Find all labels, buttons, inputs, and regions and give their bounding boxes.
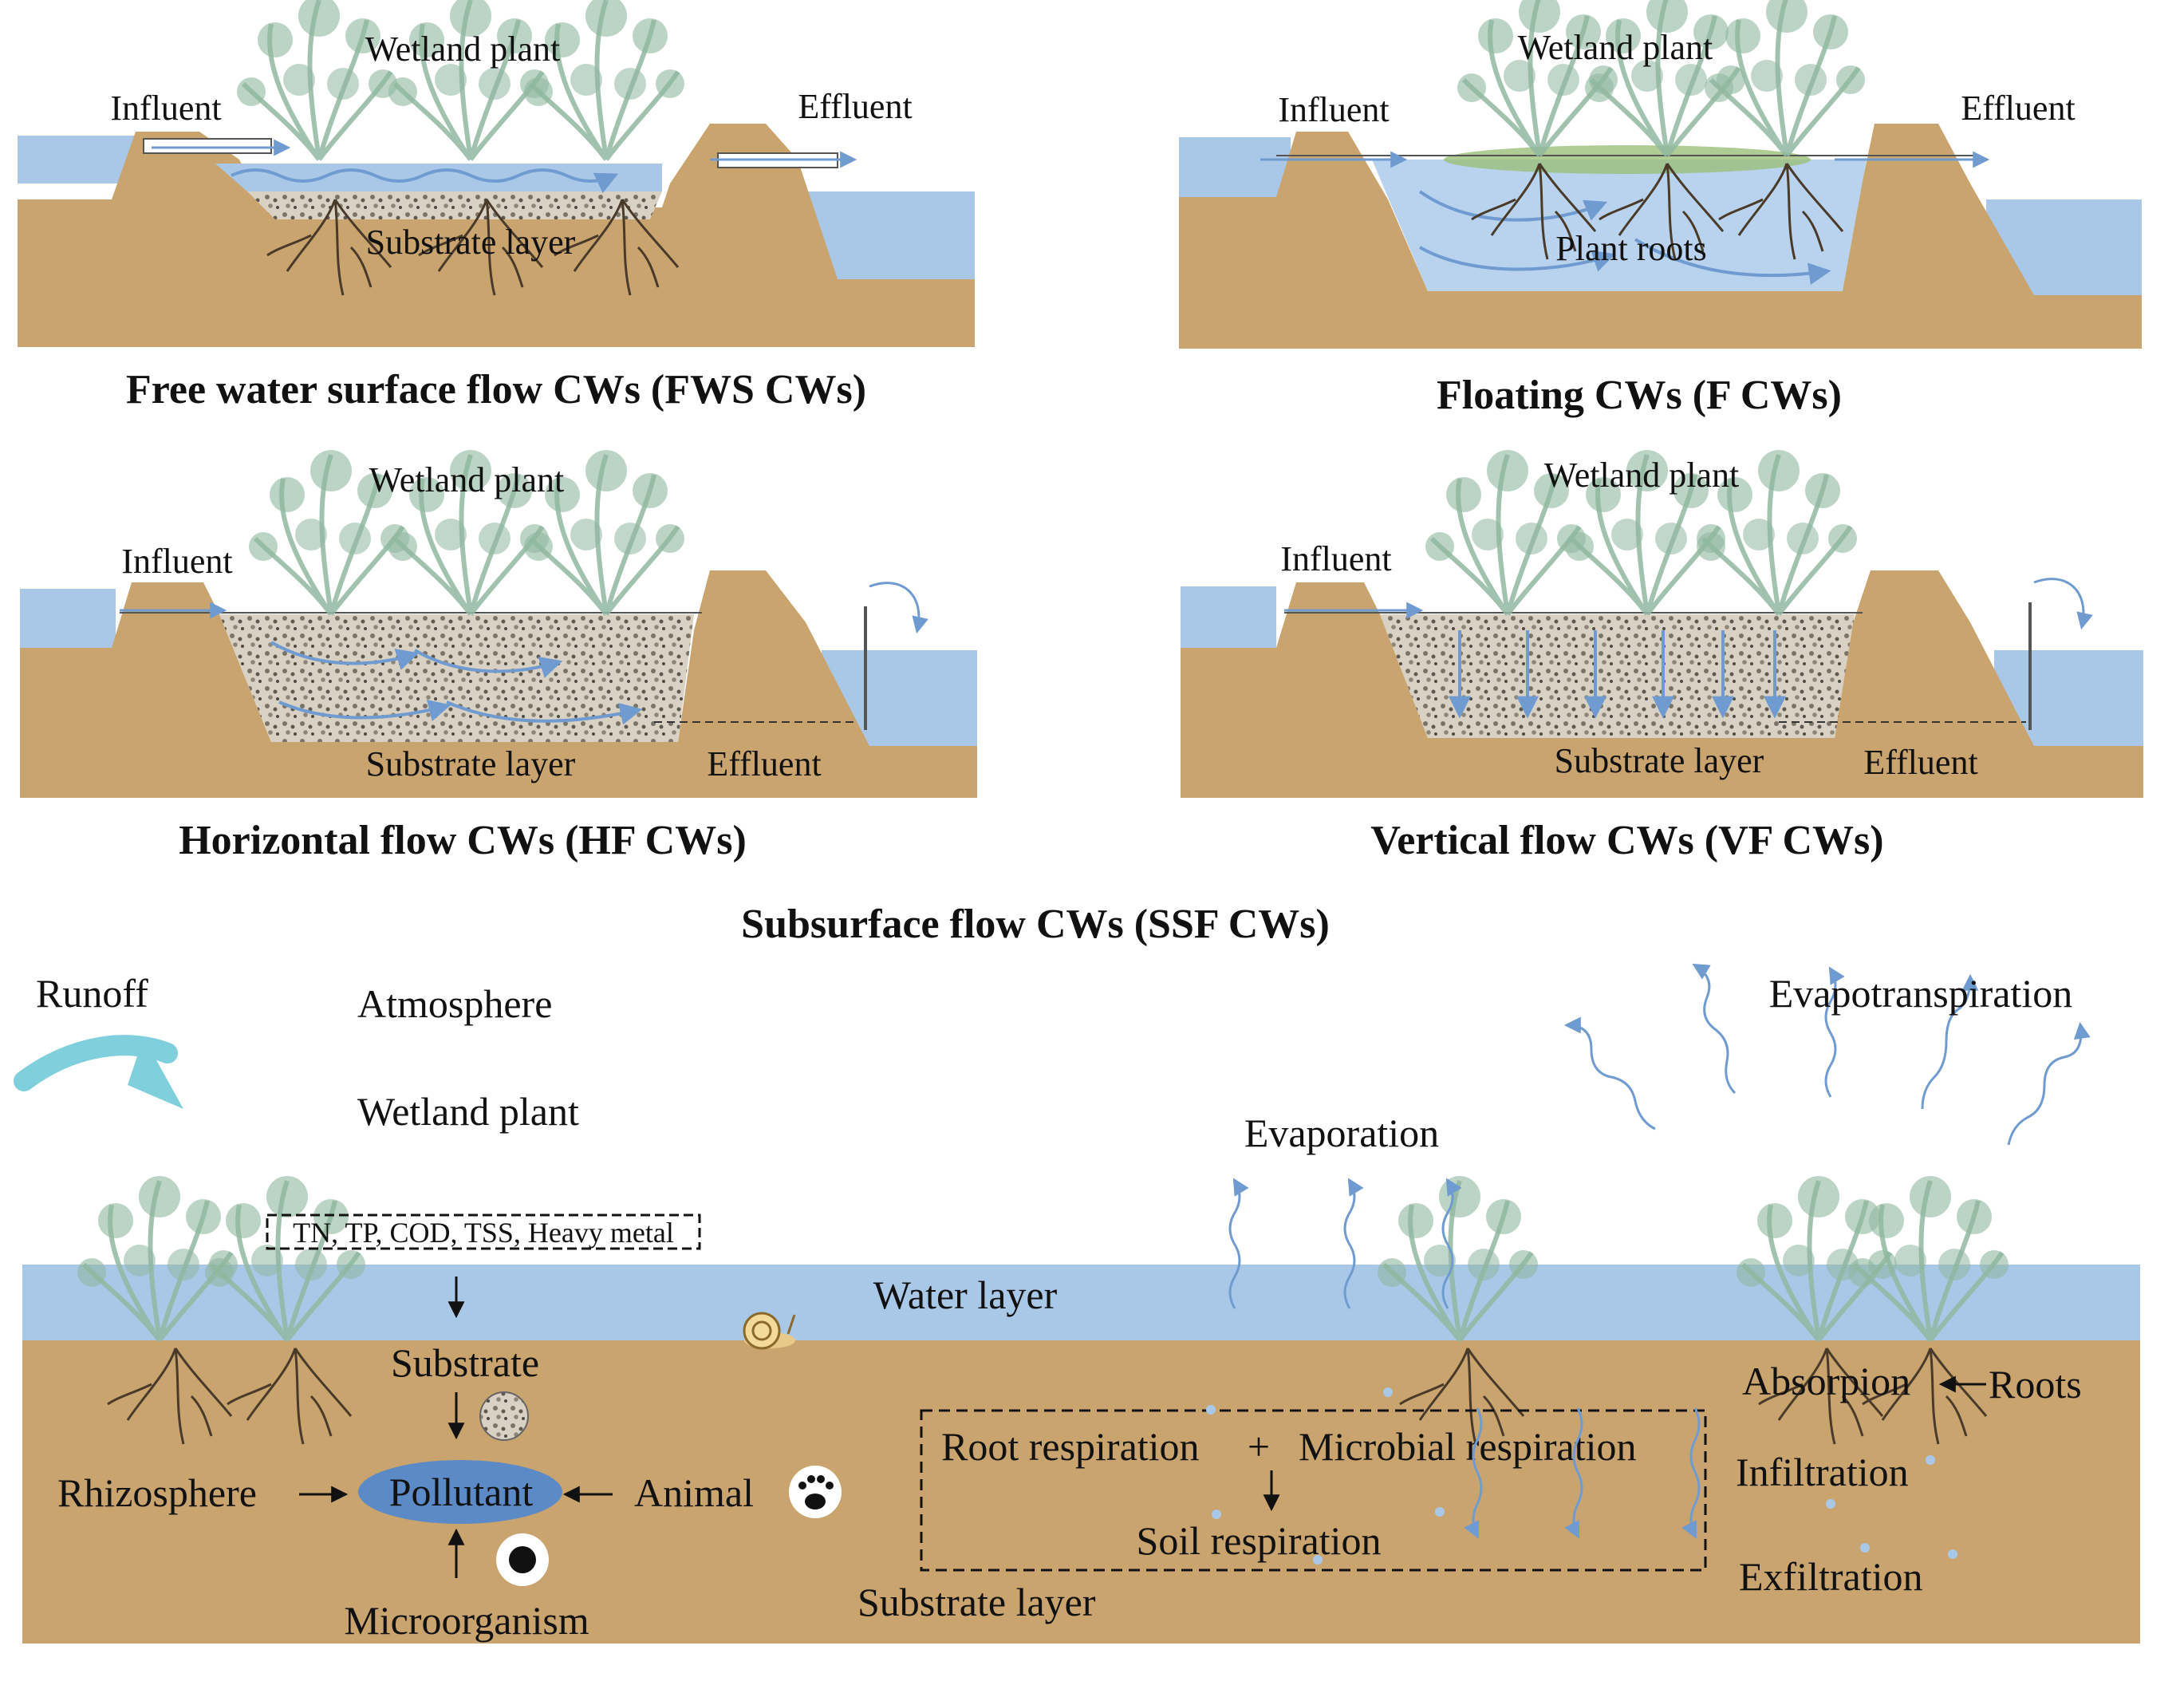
roots-label: Roots — [1989, 1362, 2082, 1407]
evap-arrow-2 — [1343, 1178, 1364, 1309]
hf-water-left — [20, 589, 116, 649]
vf-title: Vertical flow CWs (VF CWs) — [1370, 818, 1883, 863]
fws-title: Free water surface flow CWs (FWS CWs) — [126, 367, 866, 412]
f-roots-label: Plant roots — [1555, 229, 1706, 268]
f-flow-3 — [1634, 238, 1831, 286]
pollutants-box — [266, 1213, 701, 1250]
fws-gravel — [247, 191, 662, 219]
vf-water-left — [1181, 586, 1276, 649]
hf-substrate-label: Substrate layer — [366, 744, 576, 783]
hf-title: Horizontal flow CWs (HF CWs) — [179, 818, 747, 863]
f-water-left — [1179, 137, 1291, 197]
hf-gravel — [219, 614, 694, 742]
hf-plant-label: Wetland plant — [369, 460, 565, 499]
evap-arrow-3 — [1441, 1178, 1462, 1309]
f-plant-3 — [1705, 0, 1865, 156]
evapo-arrow-3 — [1824, 966, 1845, 1098]
f-soil — [1179, 124, 2142, 349]
water-layer-label: Water layer — [873, 1273, 1058, 1317]
f-effluent-label: Effluent — [1961, 89, 2075, 128]
vf-influent-label: Influent — [1280, 539, 1391, 578]
fws-influent-label: Influent — [110, 89, 221, 128]
f-floating-mat — [1444, 145, 1811, 174]
fws-plant-2 — [388, 0, 549, 160]
infiltration-arrow-1 — [1464, 1407, 1483, 1539]
vf-substrate-label: Substrate layer — [1555, 741, 1764, 780]
snail-icon — [743, 1312, 796, 1350]
evapotranspiration-label: Evapotranspiration — [1769, 971, 2072, 1016]
process-diagram: Runoff Atmosphere Wetland plant TN, TP, … — [14, 963, 2140, 1644]
panel-hf: Wetland plant Influent Substrate layer E… — [20, 450, 977, 863]
fws-plant-label: Wetland plant — [365, 30, 561, 69]
vf-gravel — [1380, 614, 1855, 738]
wetland-plant-label: Wetland plant — [357, 1089, 579, 1134]
f-title: Floating CWs (F CWs) — [1437, 373, 1842, 418]
rhizosphere-label: Rhizosphere — [57, 1470, 257, 1515]
fws-inlet-pipe — [143, 138, 272, 154]
panel-fws: Wetland plant Influent Effluent Substrat… — [18, 0, 975, 412]
hf-flow-2 — [413, 649, 563, 678]
vf-outflow-curve — [2033, 578, 2093, 630]
panel-floating: Wetland plant Influent Effluent Plant ro… — [1179, 0, 2142, 418]
soil-respiration-label: Soil respiration — [1137, 1518, 1382, 1563]
respiration-box — [920, 1409, 1707, 1572]
hf-soil — [20, 570, 977, 798]
f-water-pond — [1372, 160, 1867, 291]
vf-effluent-label: Effluent — [1863, 743, 1977, 782]
f-flow-1 — [1418, 190, 1608, 222]
vf-soil — [1181, 570, 2143, 798]
panel-vf: Wetland plant Influent Substrate layer E… — [1181, 450, 2143, 863]
evapo-arrow-2 — [1692, 963, 1737, 1095]
paw-icon — [789, 1466, 842, 1518]
root-respiration-label: Root respiration — [941, 1424, 1200, 1469]
infiltration-arrow-3 — [1681, 1407, 1701, 1539]
runoff-arrow — [14, 1035, 178, 1091]
substrate-layer-label: Substrate layer — [857, 1580, 1096, 1624]
fws-substrate-label: Substrate layer — [366, 223, 576, 262]
pollutant-ellipse — [358, 1460, 562, 1524]
pollutants-box-label: TN, TP, COD, TSS, Heavy metal — [293, 1217, 674, 1249]
pollutant-label: Pollutant — [389, 1470, 534, 1514]
microorganism-icon — [496, 1533, 549, 1586]
runoff-label: Runoff — [36, 971, 148, 1016]
evaporation-label: Evaporation — [1244, 1111, 1439, 1155]
f-influent-label: Influent — [1278, 90, 1389, 129]
hf-flow-4 — [446, 700, 643, 725]
plus-sign: + — [1248, 1424, 1270, 1469]
fws-plant-1 — [237, 0, 397, 160]
evapo-arrow-1 — [1563, 1016, 1656, 1131]
hf-influent-label: Influent — [121, 542, 232, 581]
vf-plant-label: Wetland plant — [1544, 456, 1740, 495]
microorganism-label: Microorganism — [344, 1598, 589, 1643]
hf-flow-3 — [278, 699, 451, 722]
evapo-arrow-5 — [2007, 1021, 2091, 1146]
absorption-label: Absorpion — [1742, 1359, 1910, 1403]
ssf-group-title: Subsurface flow CWs (SSF CWs) — [741, 902, 1330, 947]
f-flow-2 — [1419, 246, 1616, 272]
microbial-respiration-label: Microbial respiration — [1299, 1424, 1637, 1469]
fws-effluent-label: Effluent — [798, 87, 912, 126]
fws-soil — [18, 124, 975, 347]
hf-flow-1 — [270, 641, 420, 670]
droplets — [1206, 1387, 1957, 1565]
atmosphere-label: Atmosphere — [357, 981, 552, 1026]
f-plant-label: Wetland plant — [1518, 28, 1713, 67]
gravel-icon — [479, 1391, 529, 1441]
runoff-arrowhead — [128, 1037, 183, 1109]
exfiltration-label: Exfiltration — [1739, 1554, 1923, 1599]
evap-arrow-1 — [1228, 1178, 1249, 1309]
animal-label: Animal — [634, 1470, 754, 1515]
infiltration-label: Infiltration — [1736, 1450, 1909, 1494]
evapo-arrow-4 — [1921, 973, 1979, 1110]
fws-flow-wave — [231, 168, 619, 194]
hf-effluent-label: Effluent — [707, 744, 821, 783]
hf-outflow-curve — [869, 582, 928, 634]
infiltration-arrow-2 — [1564, 1407, 1583, 1539]
substrate-label: Substrate — [391, 1340, 539, 1385]
